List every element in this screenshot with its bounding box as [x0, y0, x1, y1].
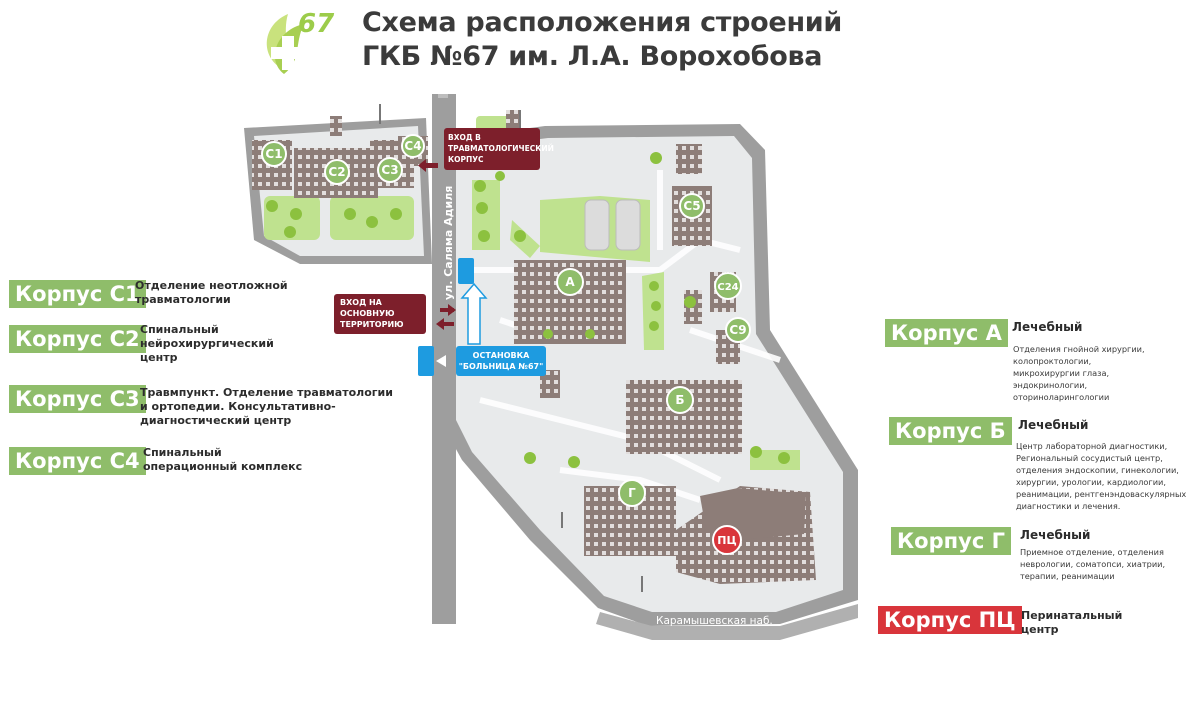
label-c4: С4 [401, 134, 425, 158]
legend-badge-pc: Корпус ПЦ [878, 606, 1022, 634]
svg-text:А: А [565, 275, 575, 289]
svg-text:С2: С2 [328, 165, 345, 179]
label-a: А [556, 268, 584, 296]
svg-text:С5: С5 [683, 199, 700, 213]
svg-text:КОРПУС: КОРПУС [448, 155, 484, 164]
arrow-main-icon [436, 304, 456, 330]
street-bottom-label: Карамышевская наб. [656, 615, 773, 627]
svg-text:С1: С1 [265, 147, 282, 161]
svg-text:Г: Г [628, 486, 636, 500]
label-c1: С1 [261, 141, 287, 167]
bus-stop-marker-bottom [418, 346, 434, 376]
legend-badge-c4: Корпус С4 [9, 447, 146, 475]
direction-arrow-icon [460, 282, 488, 345]
svg-text:Б: Б [675, 393, 684, 407]
legend-badge-a: Корпус А [885, 319, 1008, 347]
entrance-trauma-sign: ВХОД В ТРАВМАТОЛОГИЧЕСКИЙ КОРПУС [444, 128, 554, 170]
arrow-trauma-icon [418, 159, 438, 172]
legend-title-b: Лечебный [1018, 418, 1089, 432]
svg-text:ВХОД В: ВХОД В [448, 133, 481, 142]
legend-badge-c2: Корпус С2 [9, 325, 146, 353]
label-c9: С9 [725, 317, 751, 343]
page-title-line2: ГКБ №67 им. Л.А. Ворохобова [362, 41, 823, 72]
svg-text:ОСНОВНУЮ: ОСНОВНУЮ [340, 309, 395, 318]
label-c3: С3 [377, 157, 403, 183]
label-b: Б [666, 386, 694, 414]
svg-text:ТРАВМАТОЛОГИЧЕСКИЙ: ТРАВМАТОЛОГИЧЕСКИЙ [448, 144, 554, 153]
bus-stop-sign: ОСТАНОВКА "БОЛЬНИЦА №67" [456, 346, 546, 376]
legend-badge-b: Корпус Б [889, 417, 1012, 445]
page-title: Схема расположения строений ГКБ №67 им. … [362, 6, 842, 74]
legend-badge-c3: Корпус С3 [9, 385, 146, 413]
label-c5: С5 [679, 193, 705, 219]
svg-text:С24: С24 [717, 282, 738, 293]
page-title-line1: Схема расположения строений [362, 7, 843, 38]
bus-stop-marker-top [458, 258, 474, 284]
street-vertical-label: ул. Саляма Адиля [442, 186, 455, 300]
legend-text-a: Отделения гнойной хирургии,колопроктолог… [1013, 344, 1145, 402]
svg-text:ПЦ: ПЦ [717, 534, 736, 547]
label-c2: С2 [324, 159, 350, 185]
legend-title-g: Лечебный [1020, 528, 1091, 542]
legend-title-a: Лечебный [1012, 320, 1083, 334]
svg-text:ТЕРРИТОРИЮ: ТЕРРИТОРИЮ [340, 320, 404, 329]
svg-text:С4: С4 [404, 139, 421, 153]
bus-stop-arrow-icon [436, 355, 446, 367]
legend-badge-g: Корпус Г [891, 527, 1011, 555]
entrance-main-sign: ВХОД НА ОСНОВНУЮ ТЕРРИТОРИЮ [334, 294, 426, 334]
label-pc: ПЦ [712, 525, 742, 555]
legend-badge-c1: Корпус С1 [9, 280, 146, 308]
svg-text:ВХОД НА: ВХОД НА [340, 298, 383, 307]
svg-text:ОСТАНОВКА: ОСТАНОВКА [473, 351, 530, 360]
svg-text:С9: С9 [729, 323, 746, 337]
label-g: Г [618, 479, 646, 507]
svg-text:С3: С3 [381, 163, 398, 177]
svg-text:"БОЛЬНИЦА №67": "БОЛЬНИЦА №67" [459, 362, 544, 371]
street-bottom [596, 604, 858, 640]
hospital-logo: 67 [266, 9, 335, 74]
legend-text-b: Центр лабораторной диагностики,Региональ… [1016, 441, 1187, 511]
label-c24: С24 [714, 272, 742, 300]
logo-text: 67 [298, 9, 335, 39]
